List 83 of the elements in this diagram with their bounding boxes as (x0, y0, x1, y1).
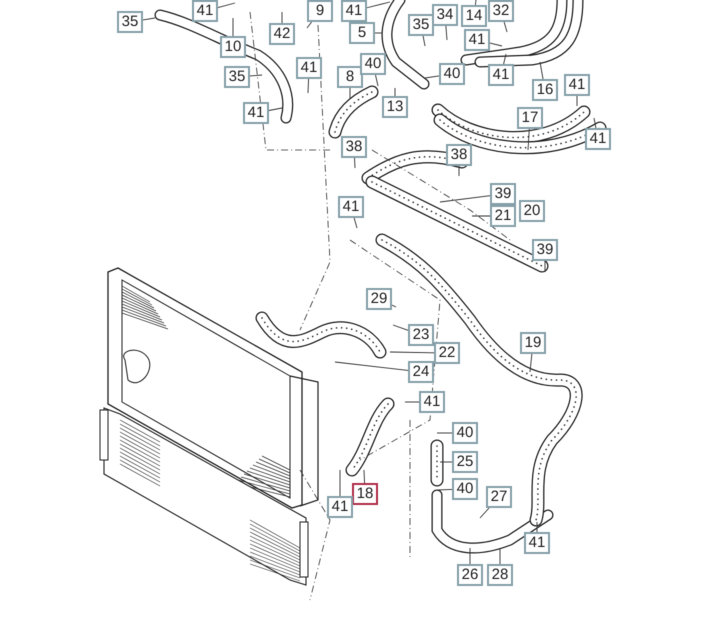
callout-number: 19 (520, 332, 546, 354)
callout-number: 8 (337, 66, 363, 88)
leader-line (436, 432, 452, 434)
callout-number: 27 (486, 486, 512, 508)
leader-line (458, 166, 460, 176)
callout-number: 24 (408, 361, 434, 383)
leader-line (308, 78, 309, 94)
leader-line (354, 158, 356, 168)
leader-line (528, 128, 530, 150)
leader-line (445, 26, 448, 40)
leader-line (424, 75, 440, 78)
callout-number: 20 (519, 200, 545, 222)
callout-number: 41 (524, 532, 550, 554)
leader-line (218, 2, 236, 8)
leader-line (536, 522, 538, 532)
leader-line (364, 470, 365, 484)
leader-line (232, 18, 234, 36)
callout-number: 35 (408, 14, 434, 36)
callout-number: 39 (490, 183, 516, 205)
callout-number: 29 (366, 288, 392, 310)
leader-line (436, 489, 452, 490)
callout-number: 16 (532, 79, 558, 101)
leader-line (392, 324, 408, 331)
callout-number: 41 (585, 128, 611, 150)
leader-line (366, 2, 390, 8)
callout-number: 18 (352, 483, 378, 505)
leader-line (474, 0, 476, 6)
callout-number: 41 (243, 102, 269, 124)
callout-number: 40 (360, 53, 386, 75)
leader-line (392, 304, 396, 308)
leader-line (504, 22, 508, 32)
leader-line (375, 74, 378, 86)
callout-number: 40 (439, 63, 465, 85)
callout-number: 41 (341, 0, 367, 22)
leader-line (306, 22, 312, 28)
callout-number: 21 (490, 205, 516, 227)
callout-number: 10 (220, 36, 246, 58)
callout-number: 42 (269, 23, 295, 45)
leader-line (394, 88, 396, 96)
leader-line (530, 354, 532, 372)
leader-line (334, 362, 408, 371)
leader-line (142, 18, 156, 20)
leader-line (354, 218, 358, 228)
callout-number: 28 (487, 564, 513, 586)
callout-number: 41 (338, 196, 364, 218)
callout-number: 41 (488, 64, 514, 86)
callout-number: 41 (464, 29, 490, 51)
leader-line (250, 74, 262, 76)
callout-number: 32 (488, 0, 514, 22)
callout-number: 41 (296, 57, 322, 79)
leader-line (374, 32, 382, 34)
callout-number: 41 (192, 0, 218, 22)
leader-line (544, 260, 546, 272)
callout-number: 39 (532, 239, 558, 261)
callout-number: 14 (461, 5, 487, 27)
callout-number: 41 (564, 74, 590, 96)
callout-number: 22 (434, 342, 460, 364)
callout-number: 35 (224, 66, 250, 88)
leader-line (540, 62, 544, 80)
callout-number: 41 (419, 391, 445, 413)
leader-line (422, 36, 426, 46)
callout-number: 23 (408, 324, 434, 346)
callout-number: 5 (349, 22, 375, 44)
callout-number: 17 (517, 107, 543, 129)
leader-line (576, 96, 578, 106)
leader-line (440, 195, 490, 202)
leader-line (503, 54, 506, 64)
callout-number: 35 (117, 11, 143, 33)
callout-number: 40 (452, 422, 478, 444)
leader-line (268, 108, 282, 111)
callout-number: 9 (307, 0, 333, 22)
callout-number: 41 (327, 496, 353, 518)
callout-number: 34 (432, 4, 458, 26)
callout-number: 26 (457, 564, 483, 586)
leader-line (480, 508, 490, 518)
leader-line (490, 42, 502, 46)
callout-number: 40 (452, 478, 478, 500)
leader-line (594, 118, 596, 128)
callout-number: 38 (446, 144, 472, 166)
callout-number: 38 (341, 136, 367, 158)
leader-line (390, 352, 434, 354)
callout-number: 13 (382, 96, 408, 118)
callout-number: 25 (452, 451, 478, 473)
